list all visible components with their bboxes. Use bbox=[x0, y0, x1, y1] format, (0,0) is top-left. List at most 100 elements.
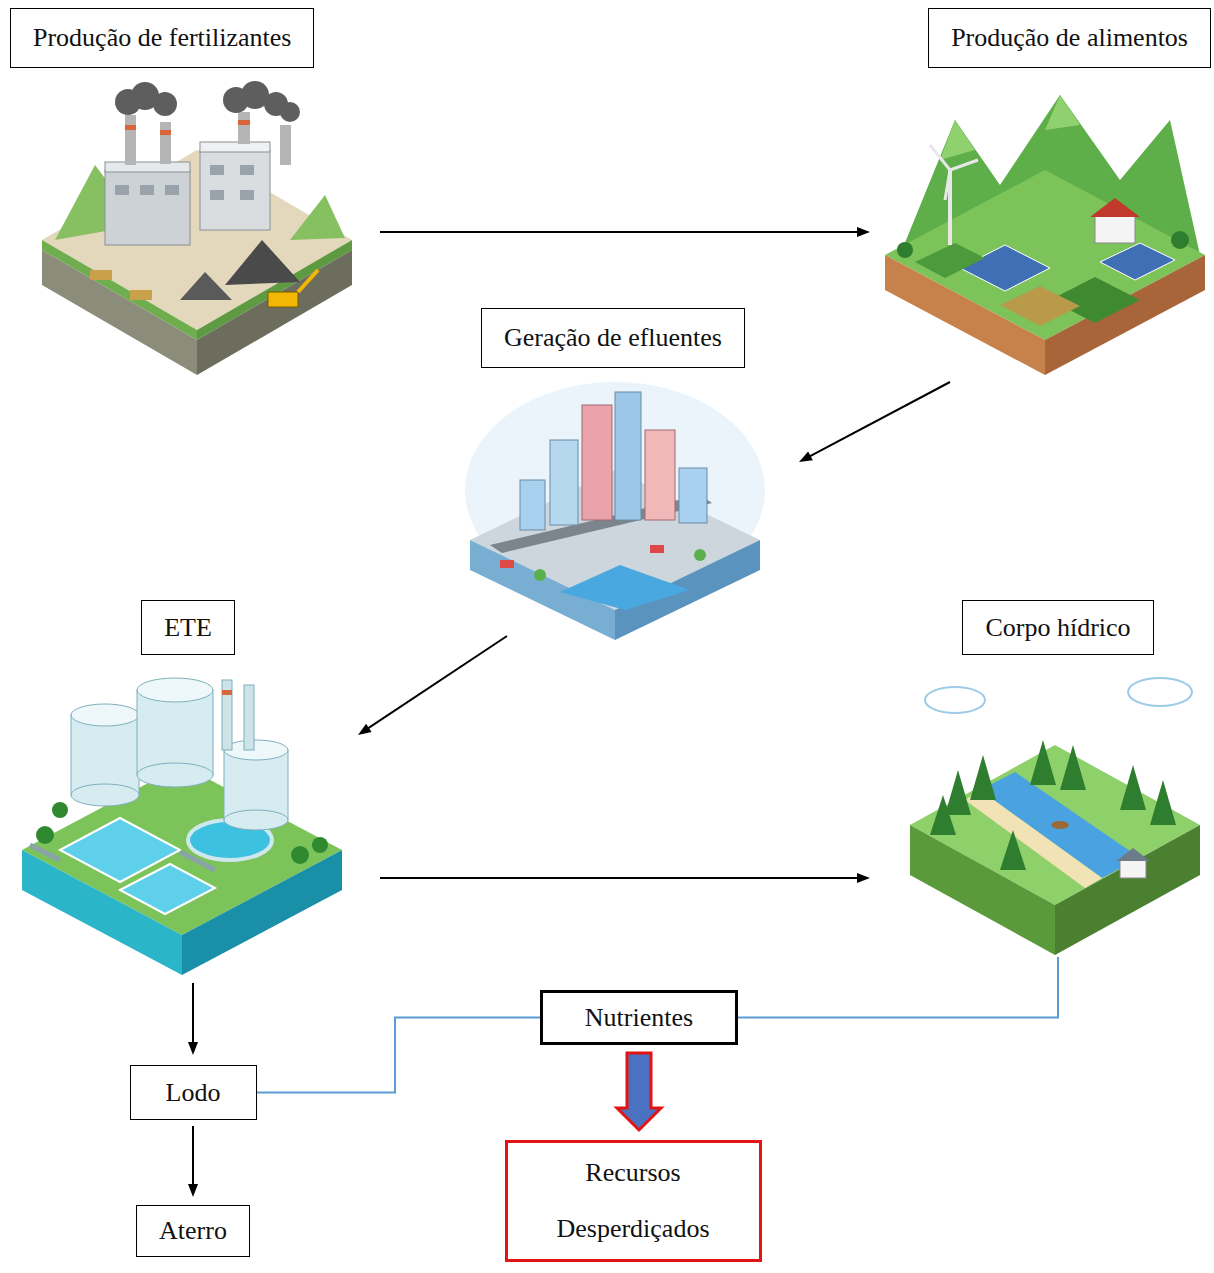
treatment-plant-illustration-part-part bbox=[291, 846, 309, 864]
treatment-plant-illustration-part bbox=[71, 704, 139, 726]
farm-illustration-part bbox=[945, 170, 950, 200]
block-arrow bbox=[617, 1053, 661, 1130]
connector-line bbox=[738, 957, 1058, 1018]
factory-illustration-part bbox=[160, 122, 171, 164]
treatment-plant-illustration-part bbox=[224, 810, 288, 830]
process-box: Nutrientes bbox=[540, 990, 738, 1045]
stage-node: Corpo hídrico bbox=[905, 600, 1200, 957]
factory-illustration-part bbox=[125, 115, 136, 165]
label-box: Produção de alimentos bbox=[928, 8, 1211, 68]
farm-illustration-part bbox=[1000, 286, 1080, 326]
treatment-plant-illustration-part bbox=[120, 864, 215, 914]
farm-illustration-part bbox=[950, 160, 978, 170]
connector bbox=[738, 957, 1058, 1018]
treatment-plant-illustration-part bbox=[30, 845, 60, 860]
factory-illustration-part bbox=[125, 125, 136, 130]
farm-illustration-part bbox=[1100, 243, 1175, 280]
river-illustration-part-part bbox=[1150, 780, 1176, 825]
treatment-plant-illustration-part bbox=[244, 685, 254, 750]
connector-line bbox=[367, 636, 507, 729]
farm-illustration-part bbox=[897, 242, 913, 258]
factory-illustration-part bbox=[105, 170, 190, 245]
connector bbox=[188, 983, 198, 1055]
label-box: Geração de efluentes bbox=[481, 308, 745, 368]
city-illustration-part bbox=[615, 392, 641, 520]
treatment-plant-illustration-part-part bbox=[36, 826, 54, 844]
treatment-plant-illustration-part bbox=[222, 690, 232, 695]
river-illustration-part-part bbox=[945, 770, 971, 815]
connector-line bbox=[257, 1018, 541, 1093]
city-illustration-part bbox=[520, 480, 545, 530]
connector-line bbox=[380, 231, 859, 233]
city-illustration-part bbox=[550, 440, 578, 525]
connector-line bbox=[192, 983, 194, 1044]
factory-illustration-part bbox=[42, 250, 197, 375]
treatment-plant-illustration-part-part bbox=[52, 802, 68, 818]
node-label: Lodo bbox=[166, 1076, 221, 1110]
river-illustration-part bbox=[965, 790, 1102, 888]
factory-illustration-part-part bbox=[153, 92, 177, 116]
stage-node: Produção de fertilizantes bbox=[10, 8, 380, 383]
treatment-plant-illustration-part bbox=[180, 852, 215, 870]
river-illustration-part-part bbox=[1060, 745, 1086, 790]
factory-illustration-part-part bbox=[280, 102, 300, 122]
factory-illustration-part bbox=[130, 290, 152, 300]
connector-line bbox=[192, 1126, 194, 1186]
farm-illustration-part bbox=[960, 245, 1050, 291]
stage-node: ETE bbox=[20, 600, 345, 975]
factory-illustration-part-part bbox=[140, 185, 154, 195]
city-illustration bbox=[465, 382, 765, 640]
connector bbox=[380, 227, 870, 237]
stage-node: Produção de alimentos bbox=[878, 8, 1211, 378]
arrow-head bbox=[358, 724, 372, 735]
node-label: ETE bbox=[164, 611, 212, 645]
connector bbox=[358, 636, 507, 735]
river-illustration-part-part bbox=[1030, 740, 1056, 785]
city-illustration-part bbox=[694, 549, 706, 561]
factory-illustration-part bbox=[268, 292, 298, 307]
city-illustration-part bbox=[582, 405, 612, 520]
treatment-plant-illustration-part-part bbox=[312, 837, 328, 853]
city-illustration-part bbox=[645, 430, 675, 520]
river-illustration-part bbox=[925, 687, 985, 713]
treatment-plant-illustration-part bbox=[71, 784, 139, 806]
treatment-plant-illustration-part bbox=[137, 763, 213, 787]
treatment-plant-illustration-part bbox=[224, 740, 288, 760]
factory-illustration-part bbox=[238, 112, 250, 144]
factory-illustration-part-part bbox=[115, 185, 129, 195]
process-box: Aterro bbox=[136, 1205, 250, 1257]
farm-illustration-part bbox=[1090, 198, 1140, 217]
treatment-plant-illustration-part bbox=[36, 802, 328, 864]
treatment-plant-illustration-part bbox=[137, 678, 213, 702]
factory-illustration-part bbox=[225, 240, 300, 285]
stage-node: Geração de efluentes bbox=[455, 308, 771, 608]
river-illustration-part bbox=[1128, 678, 1192, 706]
connector bbox=[257, 1018, 541, 1093]
factory-illustration-part bbox=[238, 120, 250, 125]
factory-illustration-part bbox=[180, 272, 232, 300]
city-illustration-part bbox=[679, 468, 707, 523]
river-illustration-part-part bbox=[1120, 765, 1146, 810]
factory-illustration-part-part bbox=[240, 190, 254, 200]
block-arrow-shape bbox=[617, 1053, 661, 1130]
factory-illustration-part bbox=[90, 270, 112, 280]
farm-illustration-part bbox=[915, 243, 985, 278]
city-illustration-part bbox=[650, 545, 664, 553]
farm-illustration-part bbox=[1171, 231, 1189, 249]
arrow-head bbox=[857, 873, 870, 883]
connector bbox=[799, 382, 950, 462]
factory-illustration-part-part bbox=[210, 190, 224, 200]
node-label: Corpo hídrico bbox=[985, 611, 1130, 645]
label-box: Corpo hídrico bbox=[962, 600, 1153, 655]
node-label: Recursos Desperdiçados bbox=[536, 1145, 731, 1257]
process-box: Lodo bbox=[130, 1065, 257, 1120]
treatment-plant-illustration-part bbox=[222, 680, 232, 750]
farm-illustration-part bbox=[1095, 215, 1135, 243]
arrow-head bbox=[857, 227, 870, 237]
factory-illustration-part bbox=[160, 130, 171, 135]
factory-illustration-part bbox=[298, 270, 318, 292]
factory-illustration-part bbox=[200, 142, 270, 152]
factory-illustration-part bbox=[105, 162, 190, 172]
factory-illustration-part bbox=[115, 81, 300, 122]
